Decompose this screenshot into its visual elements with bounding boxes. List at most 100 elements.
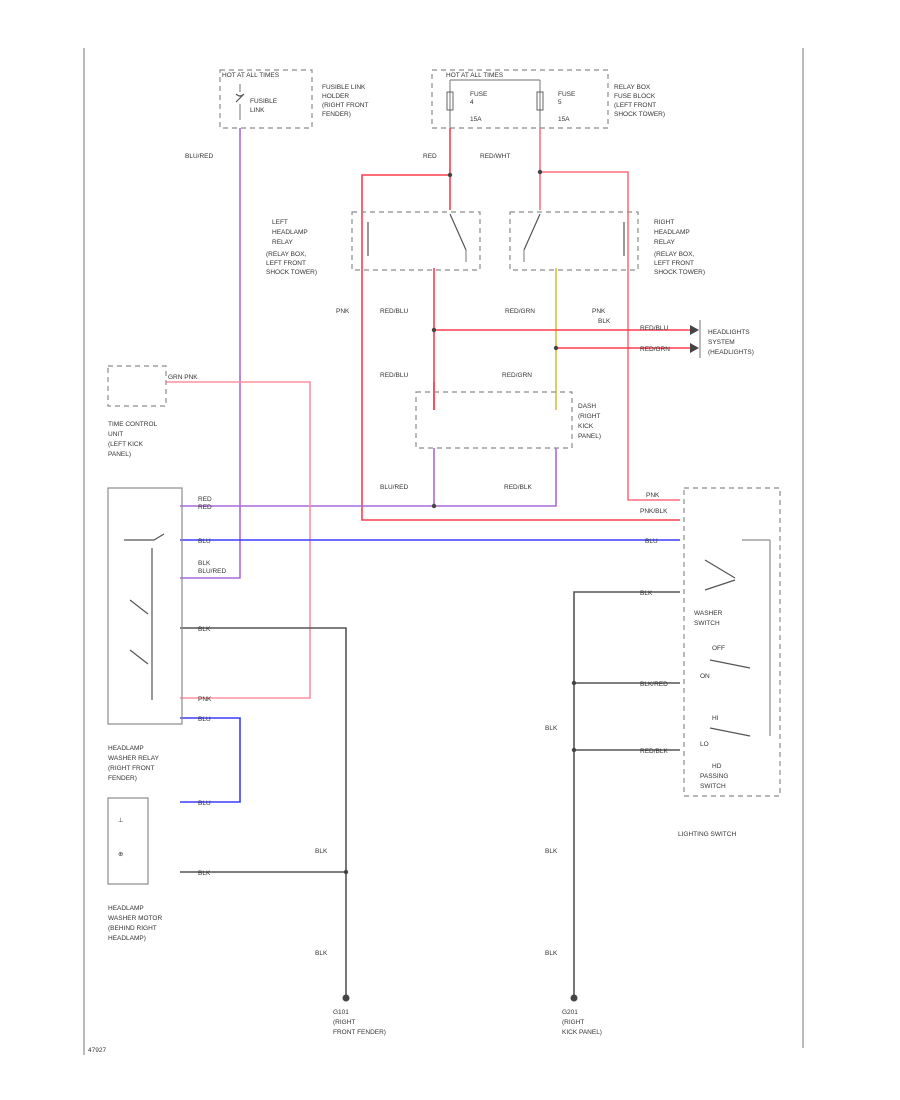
right-relay-4: (RELAY BOX, — [654, 251, 694, 258]
wire-label-pnk: PNK — [336, 308, 350, 315]
wire-label-blu-red: BLU/RED — [185, 153, 213, 160]
switch-hi: HI — [712, 715, 719, 722]
right-loc-3: (LEFT FRONT — [614, 102, 656, 109]
wire-blk-switch-ground — [573, 591, 680, 998]
wire-label-red-blk: RED/BLK — [504, 484, 532, 491]
fuse-b-2: 5 — [558, 99, 562, 106]
dash-3: KICK — [578, 423, 594, 430]
left-hot-label: HOT AT ALL TIMES — [222, 72, 280, 79]
wire-label-pnk-blk: PNK/BLK — [640, 508, 668, 515]
left-relay-2: HEADLAMP — [272, 229, 308, 236]
wire-blu-red-main — [180, 128, 241, 579]
wire-violet-dash-out-2 — [434, 448, 557, 507]
dash-module: DASH (RIGHT KICK PANEL) — [415, 391, 601, 449]
washer-switch-2: SWITCH — [694, 620, 720, 627]
left-loc-2: HOLDER — [322, 93, 349, 100]
tcu-4: PANEL) — [108, 451, 131, 458]
switch-off: OFF — [712, 645, 725, 652]
wire-label-red-a: RED — [198, 504, 212, 511]
right-loc-1: RELAY BOX — [614, 84, 651, 91]
wire-label-red-grn-b: RED/GRN — [640, 346, 670, 353]
wire-label-pnk-3: PNK — [198, 696, 212, 703]
left-relay-4: (RELAY BOX, — [266, 251, 306, 258]
wire-label-blu-a: BLU — [198, 538, 211, 545]
ground-right-2: (RIGHT — [562, 1019, 584, 1026]
headlights-1: HEADLIGHTS — [708, 329, 750, 336]
tcu-2: UNIT — [108, 431, 123, 438]
wire-label-grn-pnk: GRN PNK — [168, 374, 198, 381]
splice-points — [343, 169, 577, 875]
headlamp-washer-relay: HEADLAMP WASHER RELAY (RIGHT FRONT FENDE… — [107, 487, 183, 782]
right-loc-2: FUSE BLOCK — [614, 93, 656, 100]
tcu-1: TIME CONTROL — [108, 421, 157, 428]
dash-4: PANEL) — [578, 433, 601, 440]
right-relay-3: RELAY — [654, 239, 675, 246]
page-id: 47927 — [88, 1047, 106, 1054]
wire-label-blk-f: BLK — [545, 725, 558, 732]
washer-relay-4: FENDER) — [108, 775, 137, 782]
wire-label-red-blu-b: RED/BLU — [640, 325, 668, 332]
dash-1: DASH — [578, 403, 596, 410]
left-relay-3: RELAY — [272, 239, 293, 246]
washer-switch-1: WASHER — [694, 610, 723, 617]
wire-label-red-blu-c: RED/BLU — [380, 372, 408, 379]
wire-red-loop — [361, 174, 680, 521]
lighting-switch-label: LIGHTING SWITCH — [678, 831, 736, 838]
washer-motor-3: (BEHIND RIGHT — [108, 925, 157, 932]
wire-label-blu-red-c: BLU/RED — [198, 568, 226, 575]
wire-label-blu-d: BLU — [198, 800, 211, 807]
wire-blk-relay-ground — [180, 627, 347, 998]
ground-right-1: G201 — [562, 1009, 578, 1016]
fuse-a-3: 15A — [470, 116, 482, 123]
washer-relay-3: (RIGHT FRONT — [108, 765, 154, 772]
wire-blu-motor — [180, 717, 241, 803]
wire-label-blk-i: BLK — [640, 590, 653, 597]
passing-3: SWITCH — [700, 783, 726, 790]
wire-label-blk-j: BLK — [198, 560, 211, 567]
motor-symbol-top: ⊥ — [118, 817, 124, 824]
left-loc-1: FUSIBLE LINK — [322, 84, 366, 91]
wire-label-red-blu-d: BLU/RED — [380, 484, 408, 491]
passing-1: HD — [712, 763, 722, 770]
wire-label-blk-g: BLK — [545, 848, 558, 855]
lighting-switch: WASHER SWITCH OFF ON HI LO HD PASSING SW… — [678, 487, 781, 838]
washer-relay-1: HEADLAMP — [108, 745, 144, 752]
right-headlamp-relay: RIGHT HEADLAMP RELAY (RELAY BOX, LEFT FR… — [509, 211, 705, 276]
wire-red-wht-loop — [540, 171, 680, 501]
wire-label-blk-a: BLK — [598, 318, 611, 325]
left-relay-1: LEFT — [272, 219, 288, 226]
right-hot-label: HOT AT ALL TIMES — [446, 72, 504, 79]
wire-label-blk-c: BLK — [198, 870, 211, 877]
fuse-a-2: 4 — [470, 99, 474, 106]
left-relay-5: LEFT FRONT — [266, 260, 306, 267]
wire-label-blk-h: BLK — [545, 950, 558, 957]
wire-label-pnk-2: PNK — [592, 308, 606, 315]
wire-label-red-blk-2: RED/BLK — [640, 748, 668, 755]
dash-2: (RIGHT — [578, 413, 600, 420]
left-loc-4: FENDER) — [322, 111, 351, 118]
passing-2: PASSING — [700, 773, 728, 780]
wire-label-blu-c: BLU — [198, 716, 211, 723]
headlights-2: SYSTEM — [708, 339, 735, 346]
washer-motor-1: HEADLAMP — [108, 905, 144, 912]
wire-label-red-grn-c: RED/GRN — [502, 372, 532, 379]
wire-label-blk-d: BLK — [315, 848, 328, 855]
wire-label-red-blu: RED/BLU — [380, 308, 408, 315]
wire-label-red: RED — [423, 153, 437, 160]
ground-left-2: (RIGHT — [333, 1019, 355, 1026]
washer-motor-2: WASHER MOTOR — [108, 915, 162, 922]
right-power-source: HOT AT ALL TIMES FUSE 4 15A FUSE 5 15A R… — [431, 69, 665, 129]
ground-left-3: FRONT FENDER) — [333, 1029, 386, 1036]
ground-right-3: KICK PANEL) — [562, 1029, 602, 1036]
left-headlamp-relay: LEFT HEADLAMP RELAY (RELAY BOX, LEFT FRO… — [266, 211, 481, 276]
switch-lo: LO — [700, 741, 709, 748]
right-relay-5: LEFT FRONT — [654, 260, 694, 267]
wire-label-blk-red: BLK/RED — [640, 681, 668, 688]
headlights-system-ref: HEADLIGHTS SYSTEM (HEADLIGHTS) — [690, 320, 754, 358]
fusible-link-label-1: FUSIBLE — [250, 98, 278, 105]
switch-on: ON — [700, 673, 710, 680]
right-relay-2: HEADLAMP — [654, 229, 690, 236]
motor-symbol: ⊕ — [118, 851, 123, 858]
wire-label-red-wht: RED/WHT — [480, 153, 510, 160]
